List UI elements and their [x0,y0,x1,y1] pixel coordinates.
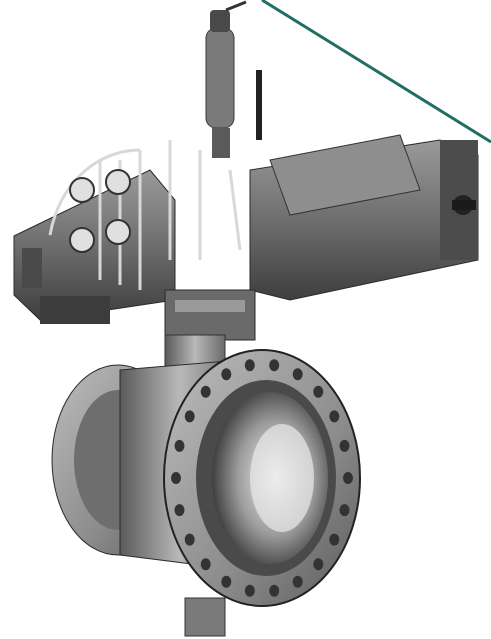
bolt-hole [200,385,211,398]
bolt-hole [313,558,324,571]
bolt-hole [221,575,232,588]
right-actuator-cylinder [249,134,479,301]
bolt-hole [269,584,280,597]
bolt-hole [174,504,185,517]
bolt-hole [174,439,185,452]
bolt-hole [244,359,255,372]
accent-line [261,0,491,144]
bolt-hole [329,533,340,546]
bolt-hole [339,439,350,452]
pressure-gauges [69,169,131,253]
bolt-hole [171,472,181,484]
left-actuator-housing [13,169,176,324]
flange-bolt-holes [171,359,353,597]
bolt-hole [184,410,195,423]
bolt-hole [292,368,303,381]
bolt-hole [329,410,340,423]
bolt-hole [184,533,195,546]
bolt-hole [221,368,232,381]
bolt-hole [200,558,211,571]
bolt-hole [339,504,350,517]
bottom-stub [184,597,226,637]
front-flange [163,349,361,607]
bolt-hole [244,584,255,597]
bolt-hole [269,359,280,372]
positioner-mast [205,0,262,158]
bolt-hole [313,385,324,398]
bolt-hole [343,472,353,484]
bolt-hole [292,575,303,588]
